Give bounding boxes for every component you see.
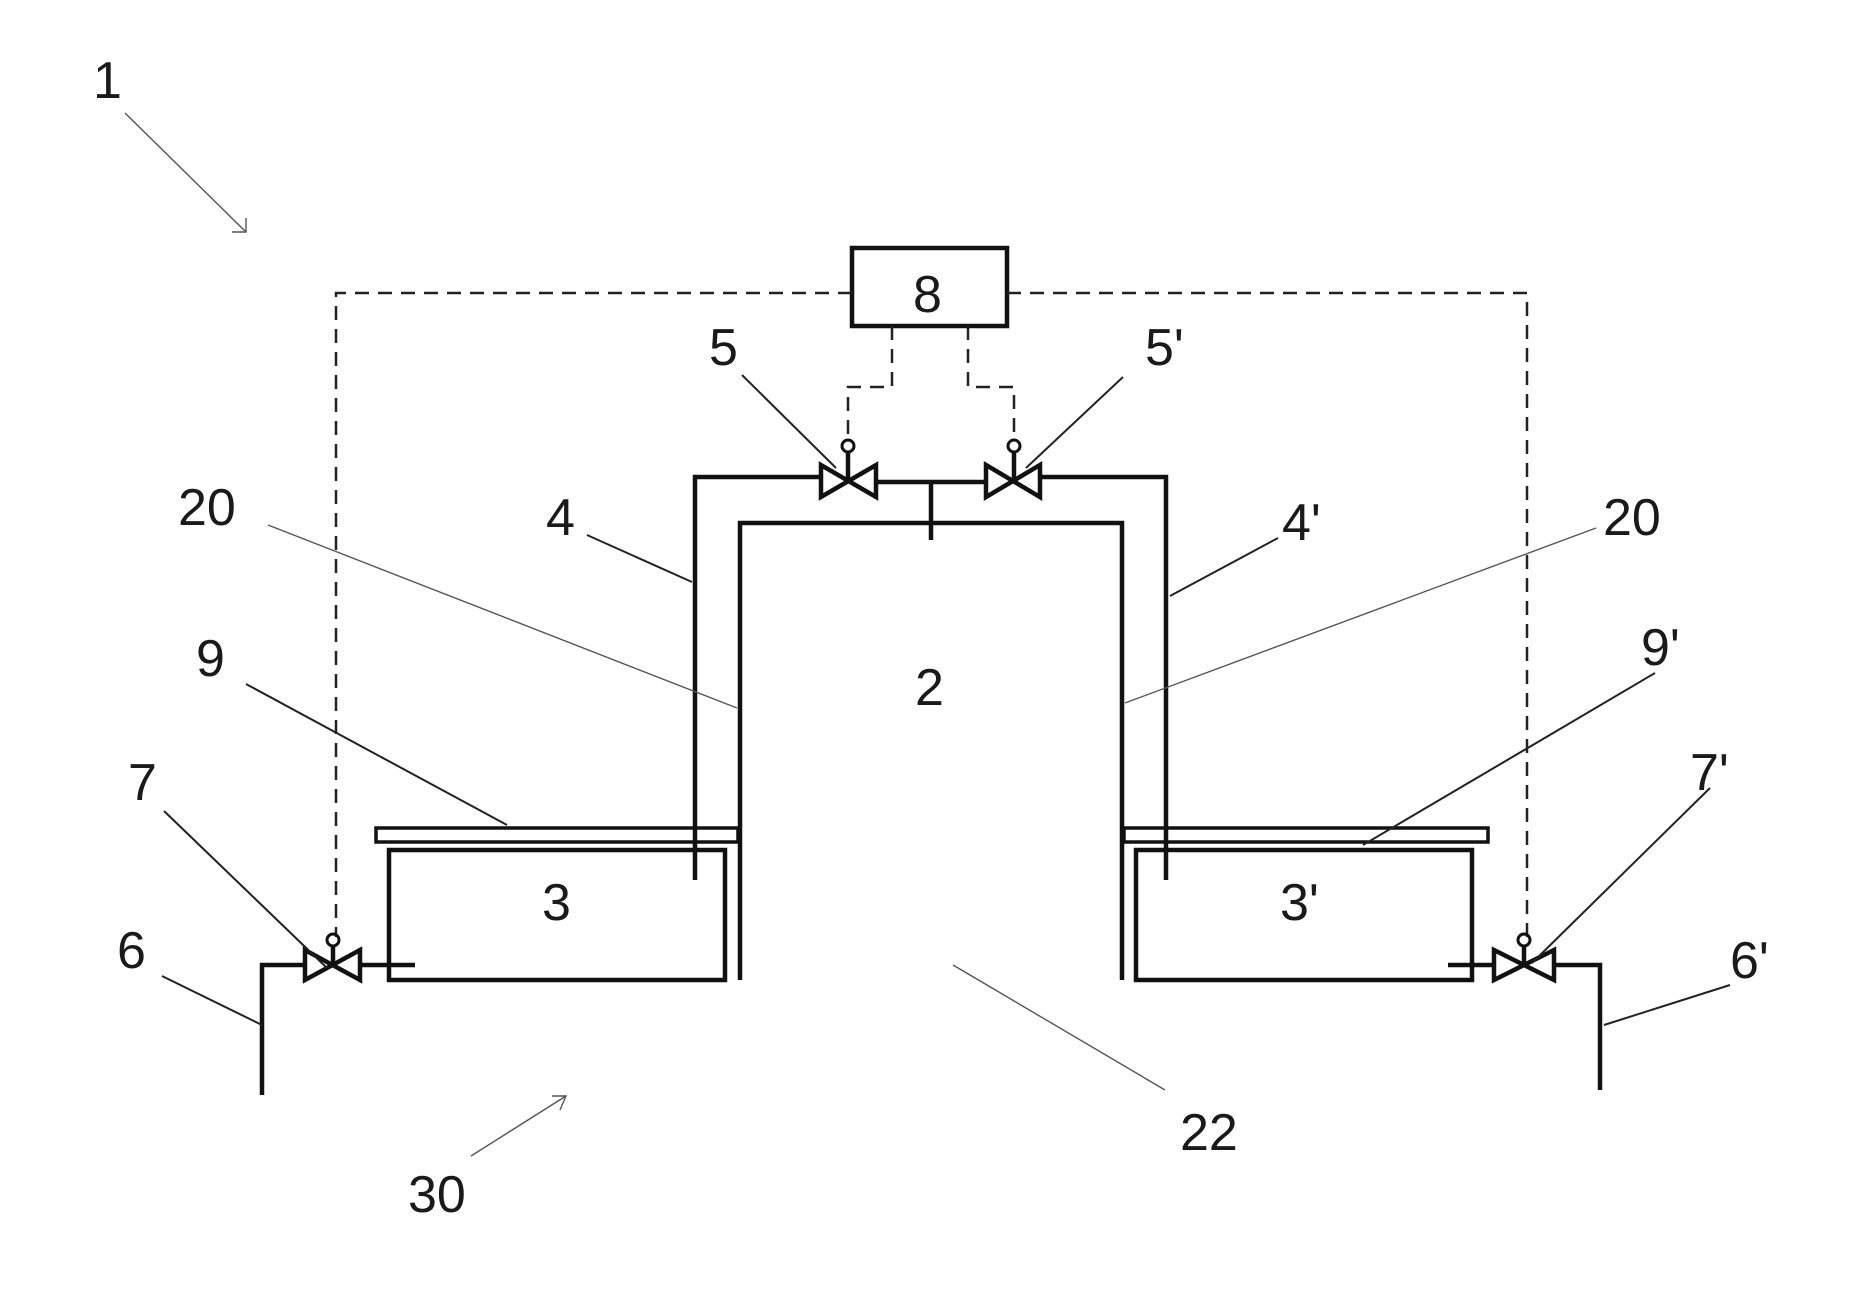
leader-7-prime <box>1532 788 1710 963</box>
label-1: 1 <box>93 52 122 110</box>
drain-right <box>1554 965 1600 1090</box>
leader-22 <box>953 965 1165 1090</box>
leader-7 <box>164 811 327 968</box>
valve-5-icon <box>821 440 876 497</box>
label-6-prime: 6' <box>1730 932 1769 990</box>
leader-1 <box>125 113 246 232</box>
leader-20-right <box>1125 528 1596 703</box>
label-3-prime: 3' <box>1280 874 1319 932</box>
pipe-left <box>695 477 821 880</box>
label-20-right: 20 <box>1603 489 1661 547</box>
leader-4 <box>587 535 692 582</box>
valve-7-prime-icon <box>1494 934 1554 980</box>
label-7-prime: 7' <box>1690 744 1729 802</box>
leader-9-prime <box>1363 673 1655 845</box>
control-line-valve-5 <box>848 326 892 440</box>
leader-20-left <box>268 525 737 708</box>
control-line-valve-5-prime <box>968 326 1014 440</box>
leader-6 <box>162 976 262 1025</box>
label-7: 7 <box>128 754 157 812</box>
pipe-right <box>1040 477 1166 880</box>
label-2: 2 <box>915 659 944 717</box>
label-8: 8 <box>913 266 942 324</box>
leader-6-prime <box>1604 985 1730 1025</box>
drain-left <box>262 965 305 1095</box>
label-3: 3 <box>542 874 571 932</box>
valve-5-prime-icon <box>986 440 1040 497</box>
label-5-prime: 5' <box>1145 319 1184 377</box>
valve-7-icon <box>305 934 360 980</box>
label-4: 4 <box>546 489 575 547</box>
leader-5-prime <box>1026 377 1123 468</box>
label-6: 6 <box>117 922 146 980</box>
chamber-wall <box>740 523 1122 980</box>
label-5: 5 <box>709 319 738 377</box>
label-4-prime: 4' <box>1282 494 1321 552</box>
leader-5 <box>742 375 836 468</box>
label-9-prime: 9' <box>1641 619 1680 677</box>
label-22: 22 <box>1180 1104 1238 1162</box>
label-9: 9 <box>196 630 225 688</box>
leader-4-prime <box>1170 538 1278 596</box>
plate-right <box>1124 828 1488 842</box>
label-30: 30 <box>408 1166 466 1224</box>
leader-30 <box>471 1096 566 1156</box>
plate-left <box>376 828 738 842</box>
leader-9 <box>246 684 507 825</box>
label-20-left: 20 <box>178 479 236 537</box>
